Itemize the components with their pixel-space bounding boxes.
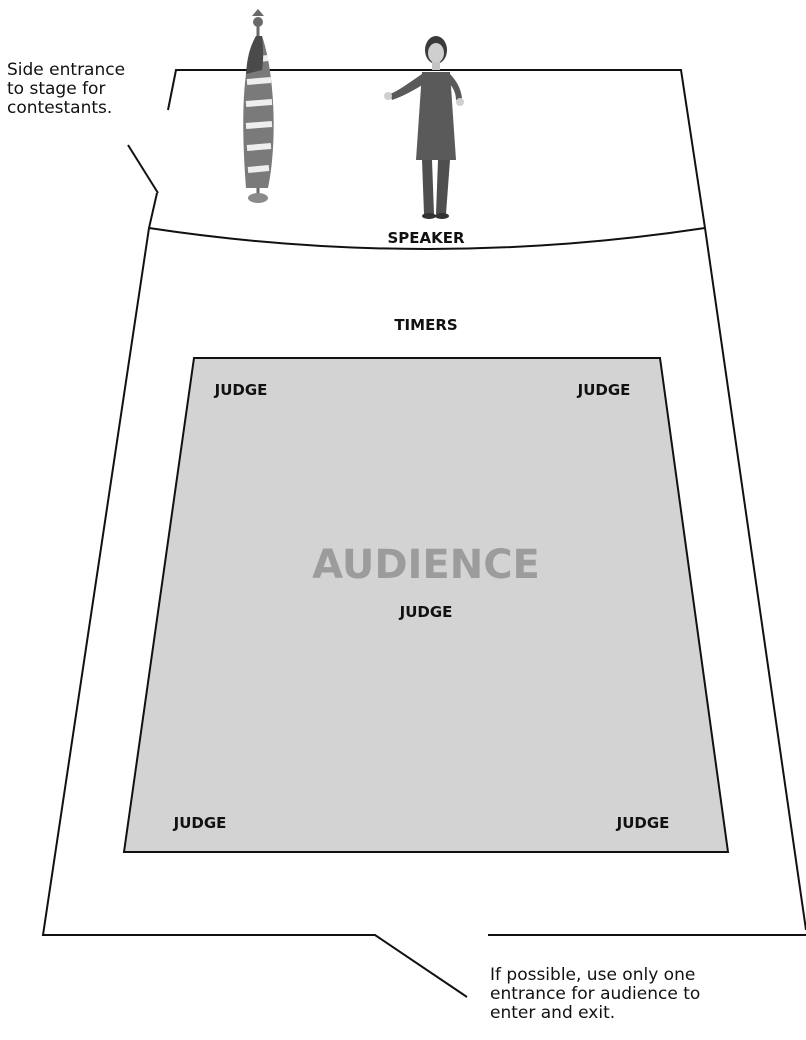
judge-center-label: JUDGE bbox=[399, 603, 453, 621]
stage-front-edge bbox=[148, 227, 706, 250]
timers-label: TIMERS bbox=[394, 316, 457, 334]
room-outline bbox=[41, 69, 806, 998]
stage-top-wall bbox=[167, 69, 706, 229]
side-entrance-note: Side entrance to stage for contestants. bbox=[7, 60, 126, 118]
judge-bottom-right-label: JUDGE bbox=[616, 814, 670, 832]
judge-top-left-label: JUDGE bbox=[214, 381, 268, 399]
left-wall bbox=[41, 192, 468, 998]
judge-top-right-label: JUDGE bbox=[577, 381, 631, 399]
speaker-label: SPEAKER bbox=[387, 229, 465, 247]
audience-area bbox=[122, 357, 730, 853]
judge-bottom-left-label: JUDGE bbox=[173, 814, 227, 832]
right-wall bbox=[704, 227, 806, 931]
side-entrance-pointer bbox=[127, 144, 159, 194]
audience-label: AUDIENCE bbox=[312, 542, 540, 588]
audience-entrance-note: If possible, use only one entrance for a… bbox=[490, 965, 701, 1023]
us-flag-icon bbox=[243, 9, 274, 203]
speaker-person-icon bbox=[384, 36, 464, 219]
